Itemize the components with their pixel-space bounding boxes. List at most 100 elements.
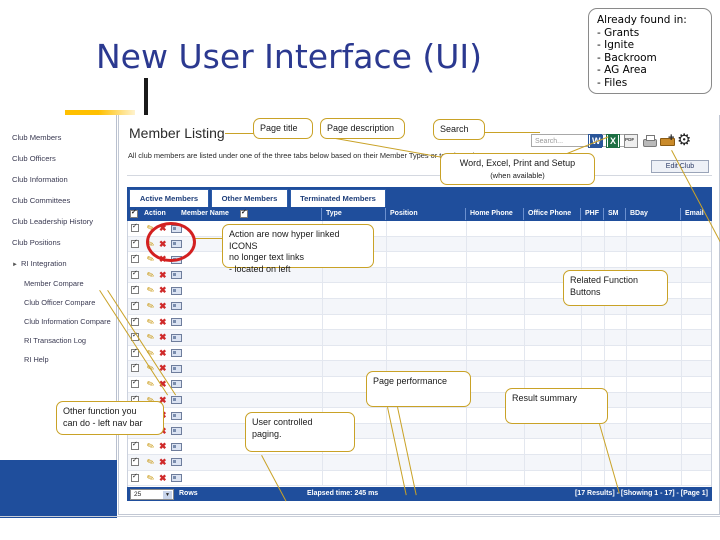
tab-other-members[interactable]: Other Members: [211, 189, 288, 207]
sidebar-item-club-information-compare[interactable]: Club Information Compare: [8, 312, 116, 331]
row-checkbox[interactable]: [131, 362, 139, 373]
delete-x-icon[interactable]: ✖: [159, 441, 167, 452]
member-card-icon[interactable]: [171, 318, 182, 327]
column-header-type[interactable]: Type: [326, 210, 342, 217]
column-divider: [626, 392, 627, 409]
edit-pencil-icon[interactable]: ✎: [145, 300, 156, 312]
sidebar-item-club-leadership-history[interactable]: Club Leadership History: [8, 211, 116, 232]
column-header-email[interactable]: Email: [685, 210, 704, 217]
delete-x-icon[interactable]: ✖: [159, 472, 167, 483]
add-icon[interactable]: [660, 132, 675, 148]
member-listing-title: Member Listing: [129, 125, 225, 141]
sidebar-item-ri-help[interactable]: RI Help: [8, 350, 116, 369]
member-card-icon[interactable]: [171, 396, 182, 405]
edit-pencil-icon[interactable]: ✎: [145, 268, 156, 281]
row-checkbox[interactable]: [131, 440, 139, 451]
member-card-icon[interactable]: [171, 364, 182, 373]
edit-pencil-icon[interactable]: ✎: [145, 315, 156, 328]
delete-x-icon[interactable]: ✖: [159, 378, 167, 389]
delete-x-icon[interactable]: ✖: [159, 300, 167, 311]
delete-x-icon[interactable]: ✖: [159, 456, 167, 467]
delete-x-icon[interactable]: ✖: [159, 394, 167, 405]
pdf-icon[interactable]: [624, 133, 638, 148]
sidebar-item-club-committees[interactable]: Club Committees: [8, 190, 116, 211]
member-card-icon[interactable]: [171, 458, 182, 467]
column-divider: [524, 330, 525, 346]
table-row[interactable]: ✎✖: [128, 470, 711, 487]
row-checkbox[interactable]: [131, 284, 139, 295]
column-header-member-name[interactable]: Member Name: [181, 210, 229, 217]
edit-pencil-icon[interactable]: ✎: [145, 455, 156, 468]
column-header-phf[interactable]: PHF: [585, 210, 599, 217]
row-checkbox[interactable]: [131, 472, 139, 482]
member-card-icon[interactable]: [171, 302, 182, 311]
table-row[interactable]: ✎✖: [128, 454, 711, 471]
member-card-icon[interactable]: [171, 333, 182, 342]
sidebar-item-club-officers[interactable]: Club Officers: [8, 148, 116, 169]
tab-active-members[interactable]: Active Members: [129, 189, 209, 207]
member-name-filter-icon[interactable]: [240, 208, 248, 218]
column-divider: [681, 361, 682, 377]
column-header-action[interactable]: Action: [144, 210, 166, 217]
table-row[interactable]: ✎✖: [128, 252, 711, 268]
column-header-position[interactable]: Position: [390, 210, 418, 217]
column-header-office-phone[interactable]: Office Phone: [528, 210, 572, 217]
row-checkbox[interactable]: [131, 378, 139, 388]
delete-x-icon[interactable]: ✖: [159, 269, 167, 280]
member-card-icon[interactable]: [171, 271, 182, 280]
sidebar-item-member-compare[interactable]: Member Compare: [8, 274, 116, 293]
member-card-icon[interactable]: [171, 349, 182, 358]
select-all-checkbox[interactable]: [130, 208, 138, 218]
column-divider: [386, 252, 387, 268]
edit-pencil-icon[interactable]: ✎: [145, 377, 156, 390]
sidebar-item-ri-transaction-log[interactable]: RI Transaction Log: [8, 331, 116, 350]
delete-x-icon[interactable]: ✖: [159, 316, 167, 327]
delete-x-icon[interactable]: ✖: [159, 347, 167, 358]
member-card-icon[interactable]: [171, 286, 182, 295]
table-row[interactable]: ✎✖: [128, 314, 711, 331]
chevron-down-icon[interactable]: ▼: [163, 490, 172, 499]
column-header-bday[interactable]: BDay: [630, 210, 648, 217]
table-row[interactable]: ✎✖: [128, 345, 711, 362]
sidebar-item-club-positions[interactable]: Club Positions: [8, 232, 116, 253]
delete-x-icon[interactable]: ✖: [159, 332, 167, 343]
edit-pencil-icon[interactable]: ✎: [145, 331, 156, 344]
sidebar-item-club-information[interactable]: Club Information: [8, 169, 116, 190]
member-card-icon[interactable]: [171, 380, 182, 389]
member-card-icon[interactable]: [171, 442, 182, 451]
member-card-icon[interactable]: [171, 427, 182, 436]
row-checkbox[interactable]: [131, 253, 139, 264]
column-divider: [681, 252, 682, 268]
excel-icon[interactable]: [606, 133, 620, 148]
sidebar-item-label: RI Help: [24, 355, 49, 364]
row-checkbox[interactable]: [131, 316, 139, 326]
table-row[interactable]: ✎✖: [128, 439, 711, 455]
row-checkbox[interactable]: [131, 456, 139, 466]
sidebar-item-club-officer-compare[interactable]: Club Officer Compare: [8, 293, 116, 312]
print-icon[interactable]: [642, 134, 657, 148]
delete-x-icon[interactable]: ✖: [159, 363, 167, 374]
delete-x-icon[interactable]: ✖: [159, 285, 167, 296]
table-row[interactable]: ✎✖: [128, 330, 711, 346]
rows-per-page-select[interactable]: 25 ▼: [130, 488, 174, 500]
edit-pencil-icon[interactable]: ✎: [145, 284, 156, 297]
sidebar-item-ri-integration[interactable]: ►RI Integration: [8, 253, 116, 274]
row-checkbox[interactable]: [131, 222, 139, 232]
column-header-home-phone[interactable]: Home Phone: [470, 210, 513, 217]
row-checkbox[interactable]: [131, 300, 139, 310]
table-row[interactable]: ✎✖: [128, 423, 711, 440]
gear-icon[interactable]: [677, 130, 692, 150]
column-header-sm[interactable]: SM: [608, 210, 619, 217]
table-row[interactable]: ✎✖: [128, 221, 711, 237]
column-divider: [626, 423, 627, 440]
edit-pencil-icon[interactable]: ✎: [145, 440, 156, 453]
edit-pencil-icon[interactable]: ✎: [145, 471, 156, 484]
row-checkbox[interactable]: [131, 238, 139, 248]
row-checkbox[interactable]: [131, 269, 139, 279]
tab-terminated-members[interactable]: Terminated Members: [290, 189, 386, 207]
table-row[interactable]: ✎✖: [128, 408, 711, 424]
member-card-icon[interactable]: [171, 474, 182, 482]
sidebar-item-club-members[interactable]: Club Members: [8, 127, 116, 148]
member-card-icon[interactable]: [171, 411, 182, 420]
sidebar-item-label: Club Committees: [12, 196, 71, 205]
